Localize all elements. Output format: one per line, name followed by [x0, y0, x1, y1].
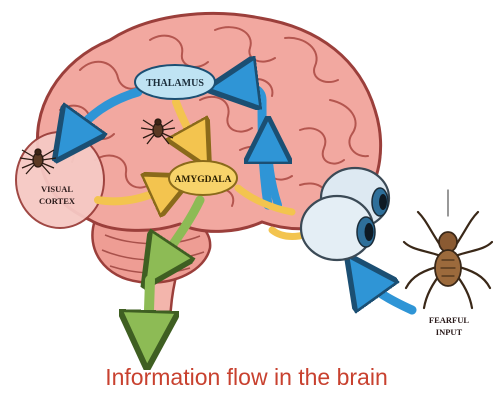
fearful-input-label-line1: FEARFUL: [429, 315, 469, 325]
spider-icon-input: [404, 190, 492, 308]
amygdala-label: AMYGDALA: [175, 175, 232, 185]
arrow-brainstem-down: [148, 280, 150, 340]
thalamus-label: THALAMUS: [146, 78, 204, 89]
visual-cortex-label-line1: VISUAL: [41, 184, 73, 194]
visual-cortex-region: [16, 132, 104, 228]
fearful-input-label-line2: INPUT: [436, 327, 463, 337]
arrow-input-to-eye: [362, 276, 412, 310]
diagram-caption: Information flow in the brain: [0, 364, 493, 391]
visual-cortex-label-line2: CORTEX: [39, 196, 76, 206]
